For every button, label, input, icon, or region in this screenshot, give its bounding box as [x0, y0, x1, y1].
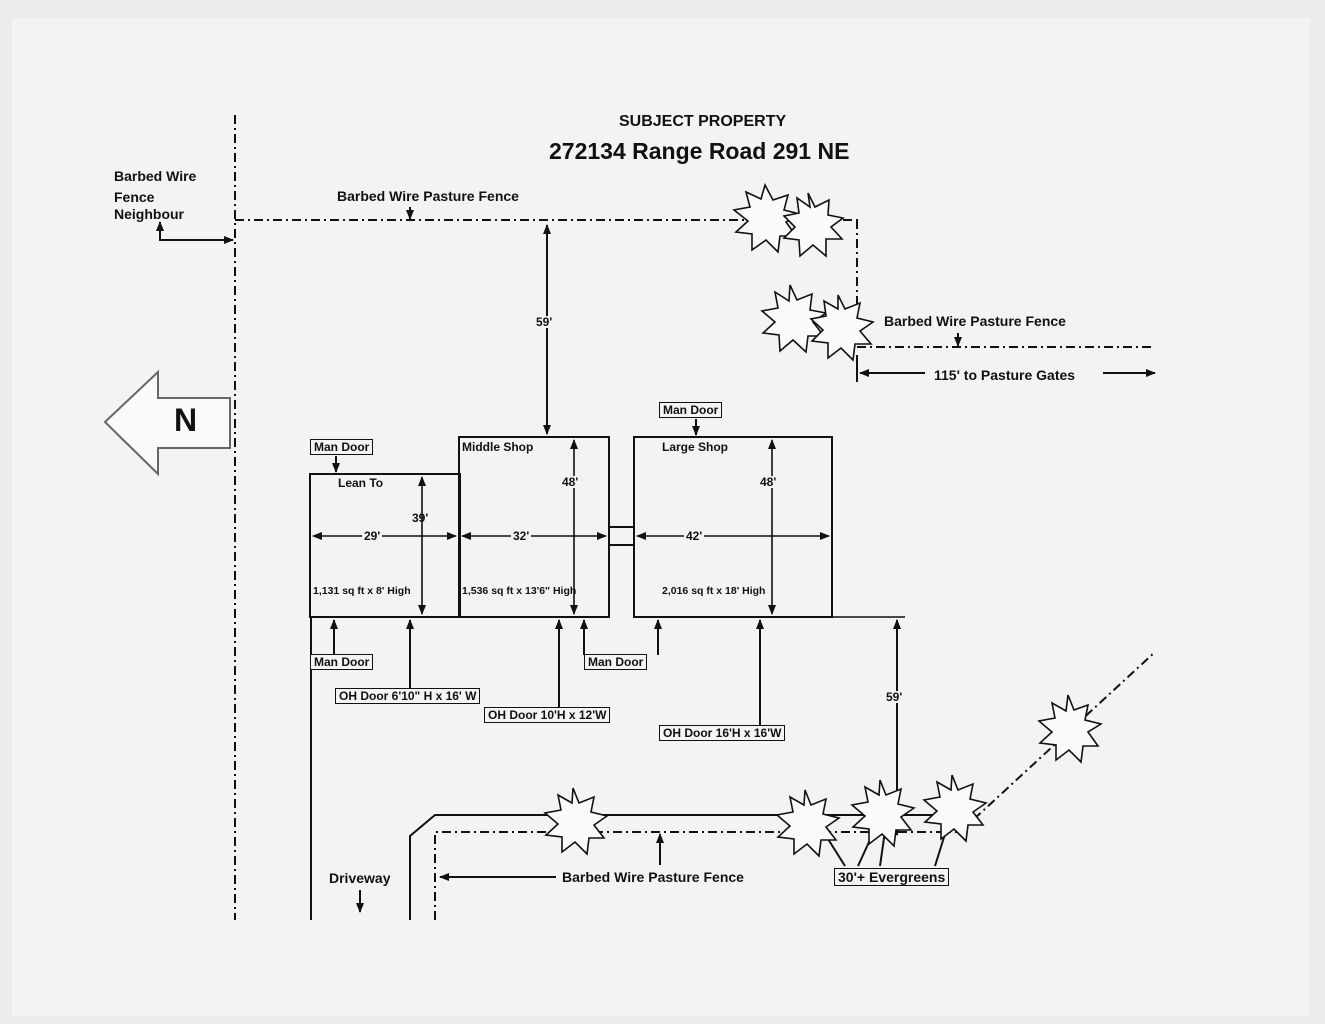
dim-lean-to-width: 29'	[362, 529, 383, 543]
driveway-label: Driveway	[329, 870, 391, 886]
dim-middle-shop-depth: 48'	[562, 475, 579, 489]
driveway-edge-right	[409, 814, 960, 920]
evergreens-label: 30'+ Evergreens	[834, 868, 950, 886]
lean-to-area: 1,131 sq ft x 8' High	[313, 585, 411, 597]
dim-shop-to-trees-label: 59'	[886, 690, 903, 704]
lean-to-name: Lean To	[338, 476, 384, 490]
shop-connector	[608, 526, 635, 546]
tree-icon	[922, 774, 988, 843]
man-door-large-top: Man Door	[659, 402, 723, 418]
dim-lean-to-height: 39'	[412, 511, 429, 525]
tree-icon	[543, 787, 609, 856]
dim-fence-to-shop-label: 59'	[536, 315, 553, 329]
north-arrow-icon	[103, 369, 231, 477]
man-door-between: Man Door	[584, 654, 648, 670]
north-label: N	[174, 402, 198, 438]
oh-door-large: OH Door 16'H x 16'W	[659, 725, 786, 741]
tree-icon	[732, 182, 803, 254]
neighbour-fence-label-3: Neighbour	[114, 206, 184, 222]
dim-large-shop-depth: 48'	[760, 475, 777, 489]
diagonal-fence-line	[959, 651, 1156, 833]
oh-door-lean: OH Door 6'10" H x 16' W	[335, 688, 481, 704]
tree-icon	[809, 294, 875, 362]
middle-shop-area: 1,536 sq ft x 13'6" High	[462, 585, 577, 597]
oh-door-middle: OH Door 10'H x 12'W	[484, 707, 611, 723]
large-shop-area: 2,016 sq ft x 18' High	[662, 585, 766, 597]
large-shop-name: Large Shop	[662, 440, 729, 454]
tree-icon	[850, 779, 916, 848]
tree-icon	[760, 284, 829, 354]
man-door-lean-top: Man Door	[310, 439, 374, 455]
pasture-gates-label: 115' to Pasture Gates	[934, 367, 1076, 383]
title-line-1: SUBJECT PROPERTY	[619, 113, 787, 130]
neighbour-fence-label-2: Fence	[114, 189, 155, 205]
neighbour-fence-label-1: Barbed Wire	[114, 168, 197, 184]
dim-middle-shop-width: 32'	[511, 529, 532, 543]
middle-shop-name: Middle Shop	[462, 440, 534, 454]
tree-icon	[782, 192, 845, 258]
right-fence-label: Barbed Wire Pasture Fence	[884, 313, 1066, 329]
page-area	[12, 18, 1310, 1016]
bottom-fence-label: Barbed Wire Pasture Fence	[562, 869, 744, 885]
top-fence-label: Barbed Wire Pasture Fence	[337, 188, 519, 204]
title-line-2: 272134 Range Road 291 NE	[549, 138, 850, 164]
tree-icon	[1037, 694, 1104, 764]
tree-icon	[775, 789, 841, 858]
man-door-lean-bottom: Man Door	[310, 654, 374, 670]
dim-large-shop-width: 42'	[684, 529, 705, 543]
